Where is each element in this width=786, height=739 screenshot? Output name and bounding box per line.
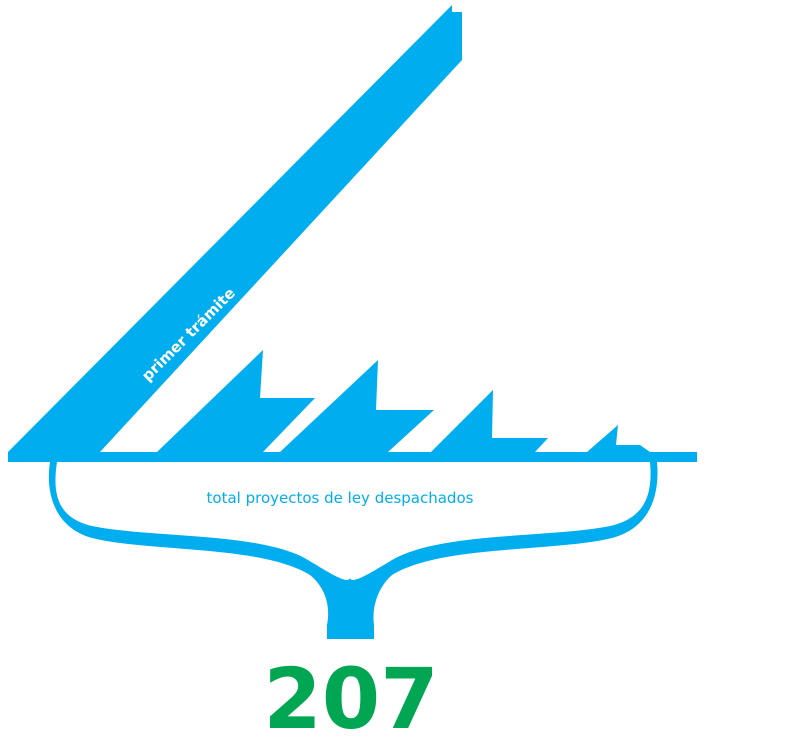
total-value: 207 (263, 650, 438, 739)
stage-label-tercer-tramite: tercer trámite (408, 284, 505, 381)
ribbon-obs-pdte (587, 425, 650, 452)
stage-label-obs-pdte: obs. pdte. de la república (628, 273, 786, 439)
ribbon-tercer-tramite (280, 360, 434, 452)
ribbon-comision-mixta (431, 390, 548, 452)
stage-label-comision-mixta: comisión mixta (508, 326, 611, 429)
ribbon-segundo-tramite (157, 350, 315, 452)
ribbon-primer-tramite (8, 5, 462, 452)
total-label: total proyectos de ley despachados (207, 489, 474, 507)
brace-inner-window (55, 462, 651, 580)
